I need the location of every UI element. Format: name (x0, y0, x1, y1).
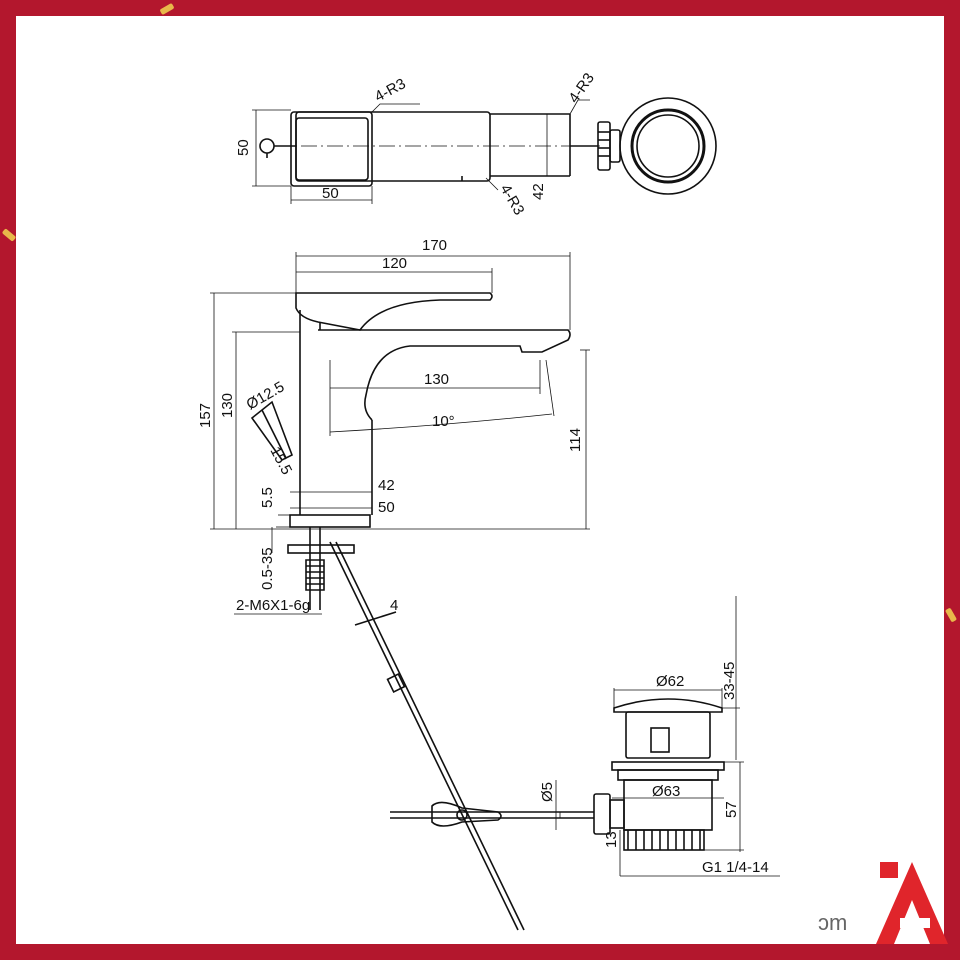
collar-label: 13 (603, 831, 620, 848)
top-view-dimensions (252, 99, 590, 204)
pop-up-drain (390, 698, 725, 851)
rod-spec-label: 4 (390, 597, 398, 614)
brand-logo (876, 862, 948, 944)
body-width-label: 42 (378, 477, 395, 494)
height-130-label: 130 (219, 393, 236, 418)
inlet-length-label: 15.5 (266, 444, 295, 478)
linkage-rod (329, 541, 525, 931)
watermark-text: ɔm (818, 910, 848, 935)
side-view-dimensions (210, 252, 590, 615)
deck-thickness-label: 0.5-35 (259, 547, 276, 590)
drain-dimensions (555, 596, 780, 877)
bottom-radius-label: 4-R3 (497, 182, 528, 219)
drawing-sheet (16, 16, 944, 944)
top-base-length-label: 50 (322, 185, 339, 202)
lift-label: 33-45 (721, 662, 738, 700)
overall-height-label: 157 (197, 403, 214, 428)
spout-height-label: 114 (567, 428, 584, 452)
top-width-label: 50 (235, 139, 252, 156)
thread-label: 2-M6X1-6g (236, 597, 310, 614)
overall-length-label: 170 (422, 237, 447, 254)
base-width-label: 50 (378, 499, 395, 516)
spout-upper-label: 120 (382, 255, 407, 272)
top-height-label: 42 (530, 183, 547, 200)
faucet-side-view (250, 292, 571, 610)
base-height-label: 5.5 (259, 487, 276, 508)
flange-diameter-label: Ø63 (652, 783, 680, 800)
top-view-outline (259, 111, 571, 187)
drain-top-view (570, 97, 717, 195)
spout-reach-label: 130 (424, 371, 449, 388)
body-height-label: 57 (723, 801, 740, 818)
top-radius-label: 4-R3 (372, 75, 409, 105)
rod-diameter-label: Ø5 (539, 782, 556, 802)
cap-diameter-label: Ø62 (656, 673, 684, 690)
top-radius-label-right: 4-R3 (565, 70, 598, 106)
angle-label: 10° (432, 413, 455, 430)
drain-thread-label: G1 1/4-14 (702, 859, 769, 876)
